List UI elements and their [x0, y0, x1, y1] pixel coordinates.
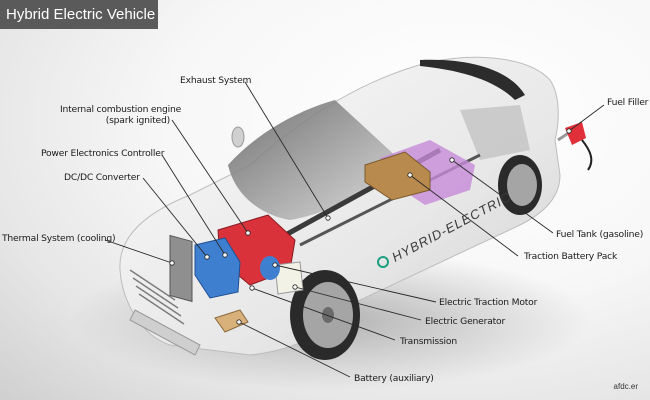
label-fuel-tank: Fuel Tank (gasoline): [556, 229, 644, 240]
front-grille: [129, 269, 185, 325]
label-traction-battery-pack: Traction Battery Pack: [524, 251, 618, 262]
leader-traction-battery: [409, 174, 519, 257]
leader-fuel-tank: [451, 159, 554, 234]
leader-ice: [171, 119, 249, 234]
leader-dots: [169, 128, 572, 325]
windshield: [228, 100, 400, 220]
label-fuel-filler: Fuel Filler: [607, 97, 649, 108]
fuel-nozzle: [557, 122, 593, 171]
leader-traction-motor: [274, 264, 437, 303]
leader-aux-battery: [238, 321, 351, 378]
leader-generator: [294, 286, 422, 321]
leader-pec: [161, 154, 226, 256]
leader-transmission: [251, 287, 396, 341]
diagram-title: Hybrid Electric Vehicle: [0, 0, 158, 29]
electric-motor: [260, 256, 280, 280]
rear-window-strip: [420, 59, 525, 100]
label-ice: Internal combustion engine (spark ignite…: [60, 104, 182, 126]
power-electronics: [194, 237, 241, 299]
leader-thermal: [104, 239, 173, 264]
label-dcdc-converter: DC/DC Converter: [64, 172, 140, 183]
side-mirror: [231, 126, 245, 148]
label-ice-line1: Internal combustion engine: [60, 104, 182, 115]
label-battery-auxiliary: Battery (auxiliary): [354, 373, 434, 384]
label-transmission: Transmission: [400, 336, 457, 347]
aux-battery: [214, 309, 249, 333]
decal-logo: [377, 256, 389, 268]
lower-bumper: [129, 309, 201, 356]
radiator: [169, 234, 193, 303]
leader-exhaust: [244, 81, 329, 219]
source-credit: afdc.er: [613, 382, 638, 391]
leader-fuel-filler: [568, 104, 605, 132]
label-thermal-system: Thermal System (cooling): [2, 233, 116, 244]
label-exhaust-system: Exhaust System: [180, 75, 252, 86]
rear-wheel: [498, 155, 542, 215]
label-electric-traction-motor: Electric Traction Motor: [439, 297, 538, 308]
leader-dcdc: [142, 177, 208, 258]
leader-lines: [104, 81, 605, 378]
label-electric-generator: Electric Generator: [425, 316, 506, 327]
label-ice-line2: (spark ignited): [105, 115, 170, 126]
label-power-electronics-controller: Power Electronics Controller: [41, 148, 165, 159]
